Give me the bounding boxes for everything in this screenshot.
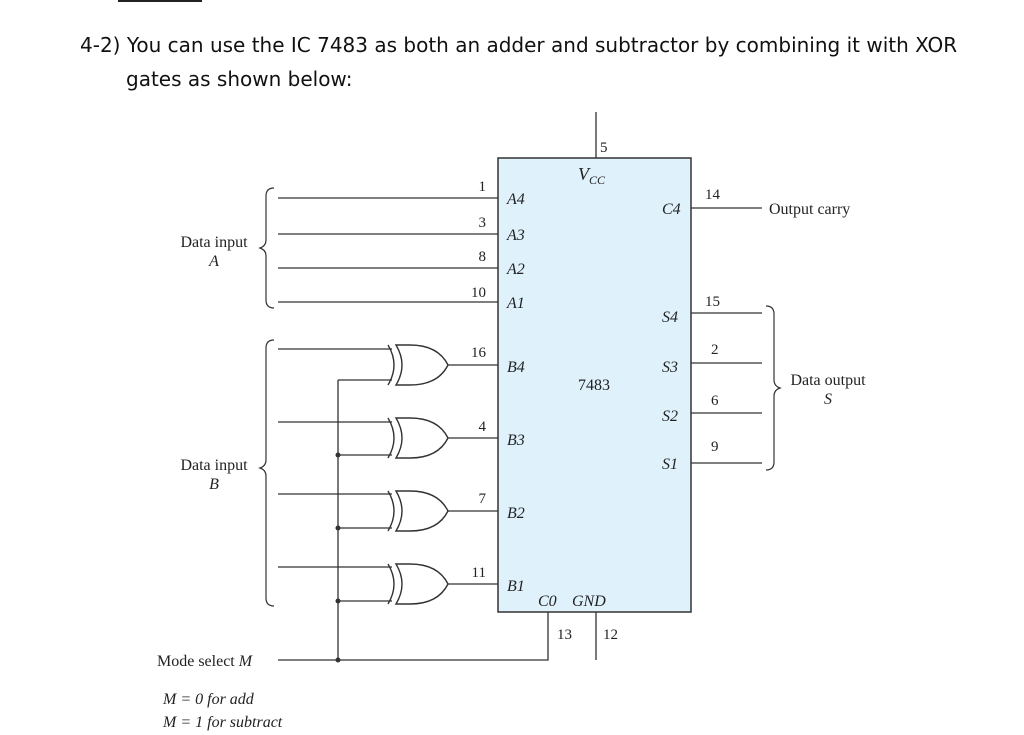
question-line-1: 4-2) You can use the IC 7483 as both an … <box>80 33 958 57</box>
pin-c0: 13 <box>557 627 572 643</box>
label-gnd: GND <box>572 593 606 610</box>
brace-data-input-b <box>258 339 275 607</box>
xor-gate-b4 <box>387 344 449 386</box>
label-mode-add: M = 0 for add <box>162 691 255 708</box>
label-a1: A1 <box>506 295 525 312</box>
ic-7483-body <box>497 157 692 613</box>
label-b4: B4 <box>507 359 525 376</box>
label-b2: B2 <box>507 505 525 522</box>
xor-gate-b3 <box>387 417 449 459</box>
pin-b1: 11 <box>472 565 486 581</box>
label-data-input-a-sym: A <box>208 253 219 270</box>
label-b3: B3 <box>507 432 525 449</box>
pin-a3: 3 <box>479 215 487 231</box>
brace-data-input-a <box>258 187 275 309</box>
chip-name: 7483 <box>578 377 610 394</box>
pin-a2: 8 <box>479 249 487 265</box>
label-s1: S1 <box>662 456 678 473</box>
label-s3: S3 <box>662 359 678 376</box>
xor-gate-b1 <box>387 563 449 605</box>
label-data-input-b-sym: B <box>209 476 219 493</box>
label-mode-subtract: M = 1 for subtract <box>162 714 283 731</box>
xor-gate-b2 <box>387 490 449 532</box>
pin-b4: 16 <box>471 345 487 361</box>
label-mode-select: Mode select M <box>157 653 254 670</box>
vcc-label: VCC <box>578 164 606 187</box>
question-line-2: gates as shown below: <box>126 67 353 91</box>
label-data-input-a: Data input <box>180 234 248 251</box>
label-a4: A4 <box>506 191 525 208</box>
pin-gnd: 12 <box>603 627 618 643</box>
label-b1: B1 <box>507 578 525 595</box>
pin-a1: 10 <box>471 285 486 301</box>
label-data-input-b: Data input <box>180 457 248 474</box>
pin-vcc: 5 <box>600 140 608 156</box>
label-data-output-sym: S <box>824 391 832 408</box>
label-s4: S4 <box>662 309 678 326</box>
label-output-carry: Output carry <box>769 201 850 218</box>
pin-s4: 15 <box>705 294 720 310</box>
label-c0: C0 <box>538 593 557 610</box>
wire-c0 <box>278 612 549 661</box>
label-data-output: Data output <box>790 372 866 389</box>
label-c4: C4 <box>662 201 681 218</box>
label-s2: S2 <box>662 408 678 425</box>
pin-s3: 2 <box>711 342 719 358</box>
pin-b2: 7 <box>479 491 487 507</box>
pin-b3: 4 <box>479 419 487 435</box>
label-a2: A2 <box>506 261 525 278</box>
pin-a4: 1 <box>479 179 487 195</box>
brace-data-output <box>765 305 782 471</box>
pin-s2: 6 <box>711 393 719 409</box>
label-a3: A3 <box>506 227 525 244</box>
pin-s1: 9 <box>711 439 719 455</box>
question-text: 4-2) You can use the IC 7483 as both an … <box>80 28 980 96</box>
pin-c4: 14 <box>705 187 721 203</box>
top-rule <box>118 0 202 2</box>
